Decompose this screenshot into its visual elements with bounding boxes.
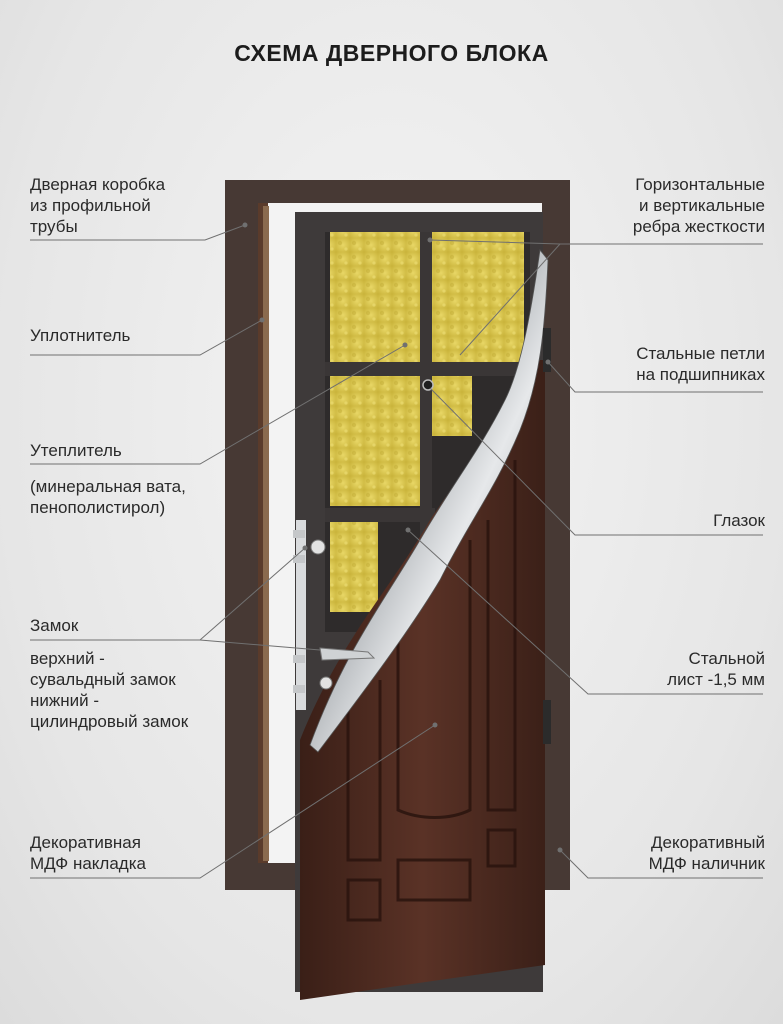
label-insulation-note: (минеральная вата, пенополистирол) (30, 477, 186, 517)
leader-dot (557, 847, 563, 853)
leader-steel-sheet (407, 529, 763, 695)
leader-insulation (30, 344, 406, 465)
label-insulation: Утеплитель (30, 441, 122, 460)
label-steel-sheet: Стальной лист -1,5 мм (667, 649, 765, 689)
leader-mdf-trim (559, 849, 763, 879)
mdf-panel-moldings (346, 460, 517, 922)
leader-dot (302, 545, 308, 551)
hinges (543, 328, 551, 744)
leader-peephole (429, 387, 763, 536)
leader-frame (30, 224, 246, 241)
leader-dot (545, 359, 551, 365)
label-frame: Дверная коробка из профильной трубы (30, 175, 166, 236)
lock-hardware (293, 520, 376, 710)
leader-lock-2 (199, 639, 321, 651)
leader-mdf-panel (30, 724, 436, 879)
label-ribs: Горизонтальные и вертикальные ребра жест… (632, 175, 765, 236)
mdf-panel (300, 360, 545, 1000)
label-mdf-trim: Декоративный МДФ наличник (648, 833, 765, 873)
leader-dot (427, 237, 433, 243)
leader-hinges (547, 361, 763, 393)
leader-dot (242, 222, 248, 228)
leader-dot (405, 527, 411, 533)
insulation-cells (330, 232, 524, 612)
leader-dot (432, 722, 438, 728)
peephole-icon (422, 379, 434, 391)
steel-sheet (309, 249, 549, 753)
leader-ribs-2 (459, 243, 561, 356)
label-seal: Уплотнитель (30, 326, 131, 345)
diagram-title: СХЕМА ДВЕРНОГО БЛОКА (234, 40, 549, 66)
label-hinges: Стальные петли на подшипниках (636, 344, 765, 384)
label-peephole: Глазок (713, 511, 765, 530)
label-lock: Замок (30, 616, 79, 635)
stiffening-ribs (325, 232, 530, 562)
label-mdf-panel: Декоративная МДФ накладка (30, 833, 146, 873)
leader-dot (402, 342, 408, 348)
leader-seal (30, 319, 263, 356)
leader-dot (259, 317, 265, 323)
label-lock-note: верхний - сувальдный замок нижний - цили… (30, 649, 189, 731)
